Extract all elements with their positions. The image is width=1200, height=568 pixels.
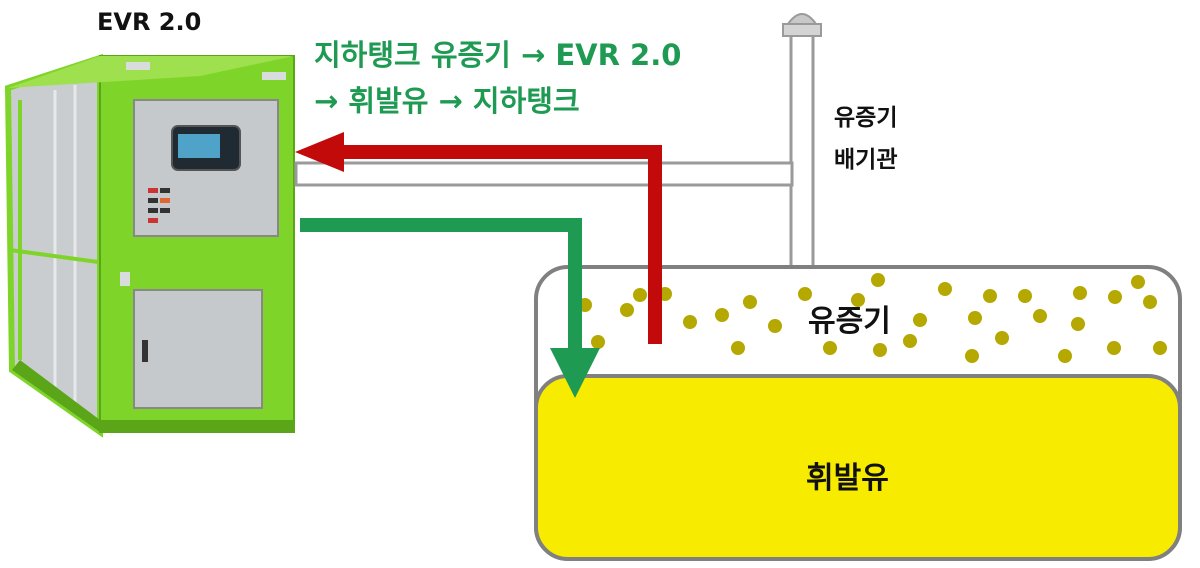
evr-cabinet bbox=[4, 53, 295, 438]
vapor-dot bbox=[591, 335, 605, 349]
vapor-dot bbox=[938, 282, 952, 296]
flow-description-line-1: 지하탱크 유증기 → EVR 2.0 bbox=[314, 38, 682, 72]
return-arrow bbox=[295, 132, 662, 344]
vapor-dot bbox=[913, 313, 927, 327]
vapor-dot bbox=[1107, 341, 1121, 355]
vapor-dot bbox=[798, 287, 812, 301]
tank-gasoline bbox=[534, 374, 1182, 561]
vapor-dot bbox=[683, 315, 697, 329]
vapor-dot bbox=[968, 311, 982, 325]
cabinet-base bbox=[100, 420, 294, 432]
supply-arrow bbox=[300, 218, 600, 398]
vapor-dot bbox=[1108, 290, 1122, 304]
vapor-dot bbox=[1073, 286, 1087, 300]
vent-cap bbox=[786, 13, 818, 25]
vapor-dot bbox=[903, 334, 917, 348]
vapor-dots bbox=[578, 273, 1167, 363]
vent-pipe-label-line-1: 유증기 bbox=[834, 105, 898, 131]
vapor-dot bbox=[715, 308, 729, 322]
vapor-dot bbox=[995, 331, 1009, 345]
vapor-dot bbox=[743, 295, 757, 309]
vapor-dot bbox=[871, 273, 885, 287]
vapor-dot bbox=[620, 303, 634, 317]
underground-tank bbox=[534, 265, 1182, 561]
vapor-dot bbox=[823, 341, 837, 355]
vent-pipe-label-line-2: 배기관 bbox=[834, 147, 898, 173]
tank-vapor-label: 유증기 bbox=[808, 304, 891, 339]
vapor-dot bbox=[851, 293, 865, 307]
vapor-dot bbox=[768, 319, 782, 333]
vapor-dot bbox=[1131, 275, 1145, 289]
device-title: EVR 2.0 bbox=[97, 8, 202, 36]
vapor-dot bbox=[1153, 341, 1167, 355]
vapor-dot bbox=[731, 341, 745, 355]
vent-pipe bbox=[789, 30, 815, 274]
vapor-dot bbox=[633, 288, 647, 302]
flow-description-line-2: → 휘발유 → 지하탱크 bbox=[314, 84, 580, 118]
vapor-dot bbox=[873, 343, 887, 357]
vapor-dot bbox=[1071, 317, 1085, 331]
indicator-lights bbox=[148, 188, 170, 223]
vapor-pipe bbox=[294, 161, 794, 187]
vapor-dot bbox=[983, 289, 997, 303]
vapor-dot bbox=[1033, 309, 1047, 323]
vapor-dot bbox=[1143, 295, 1157, 309]
lower-door bbox=[133, 289, 263, 409]
tank-gasoline-label: 휘발유 bbox=[806, 461, 889, 496]
vapor-dot bbox=[965, 349, 979, 363]
cabinet-top bbox=[8, 56, 294, 88]
return-arrowhead bbox=[295, 132, 344, 172]
vent-pipe-collar bbox=[782, 23, 822, 37]
vapor-dot bbox=[1018, 289, 1032, 303]
vapor-dot bbox=[1058, 349, 1072, 363]
supply-arrowhead bbox=[550, 348, 600, 398]
